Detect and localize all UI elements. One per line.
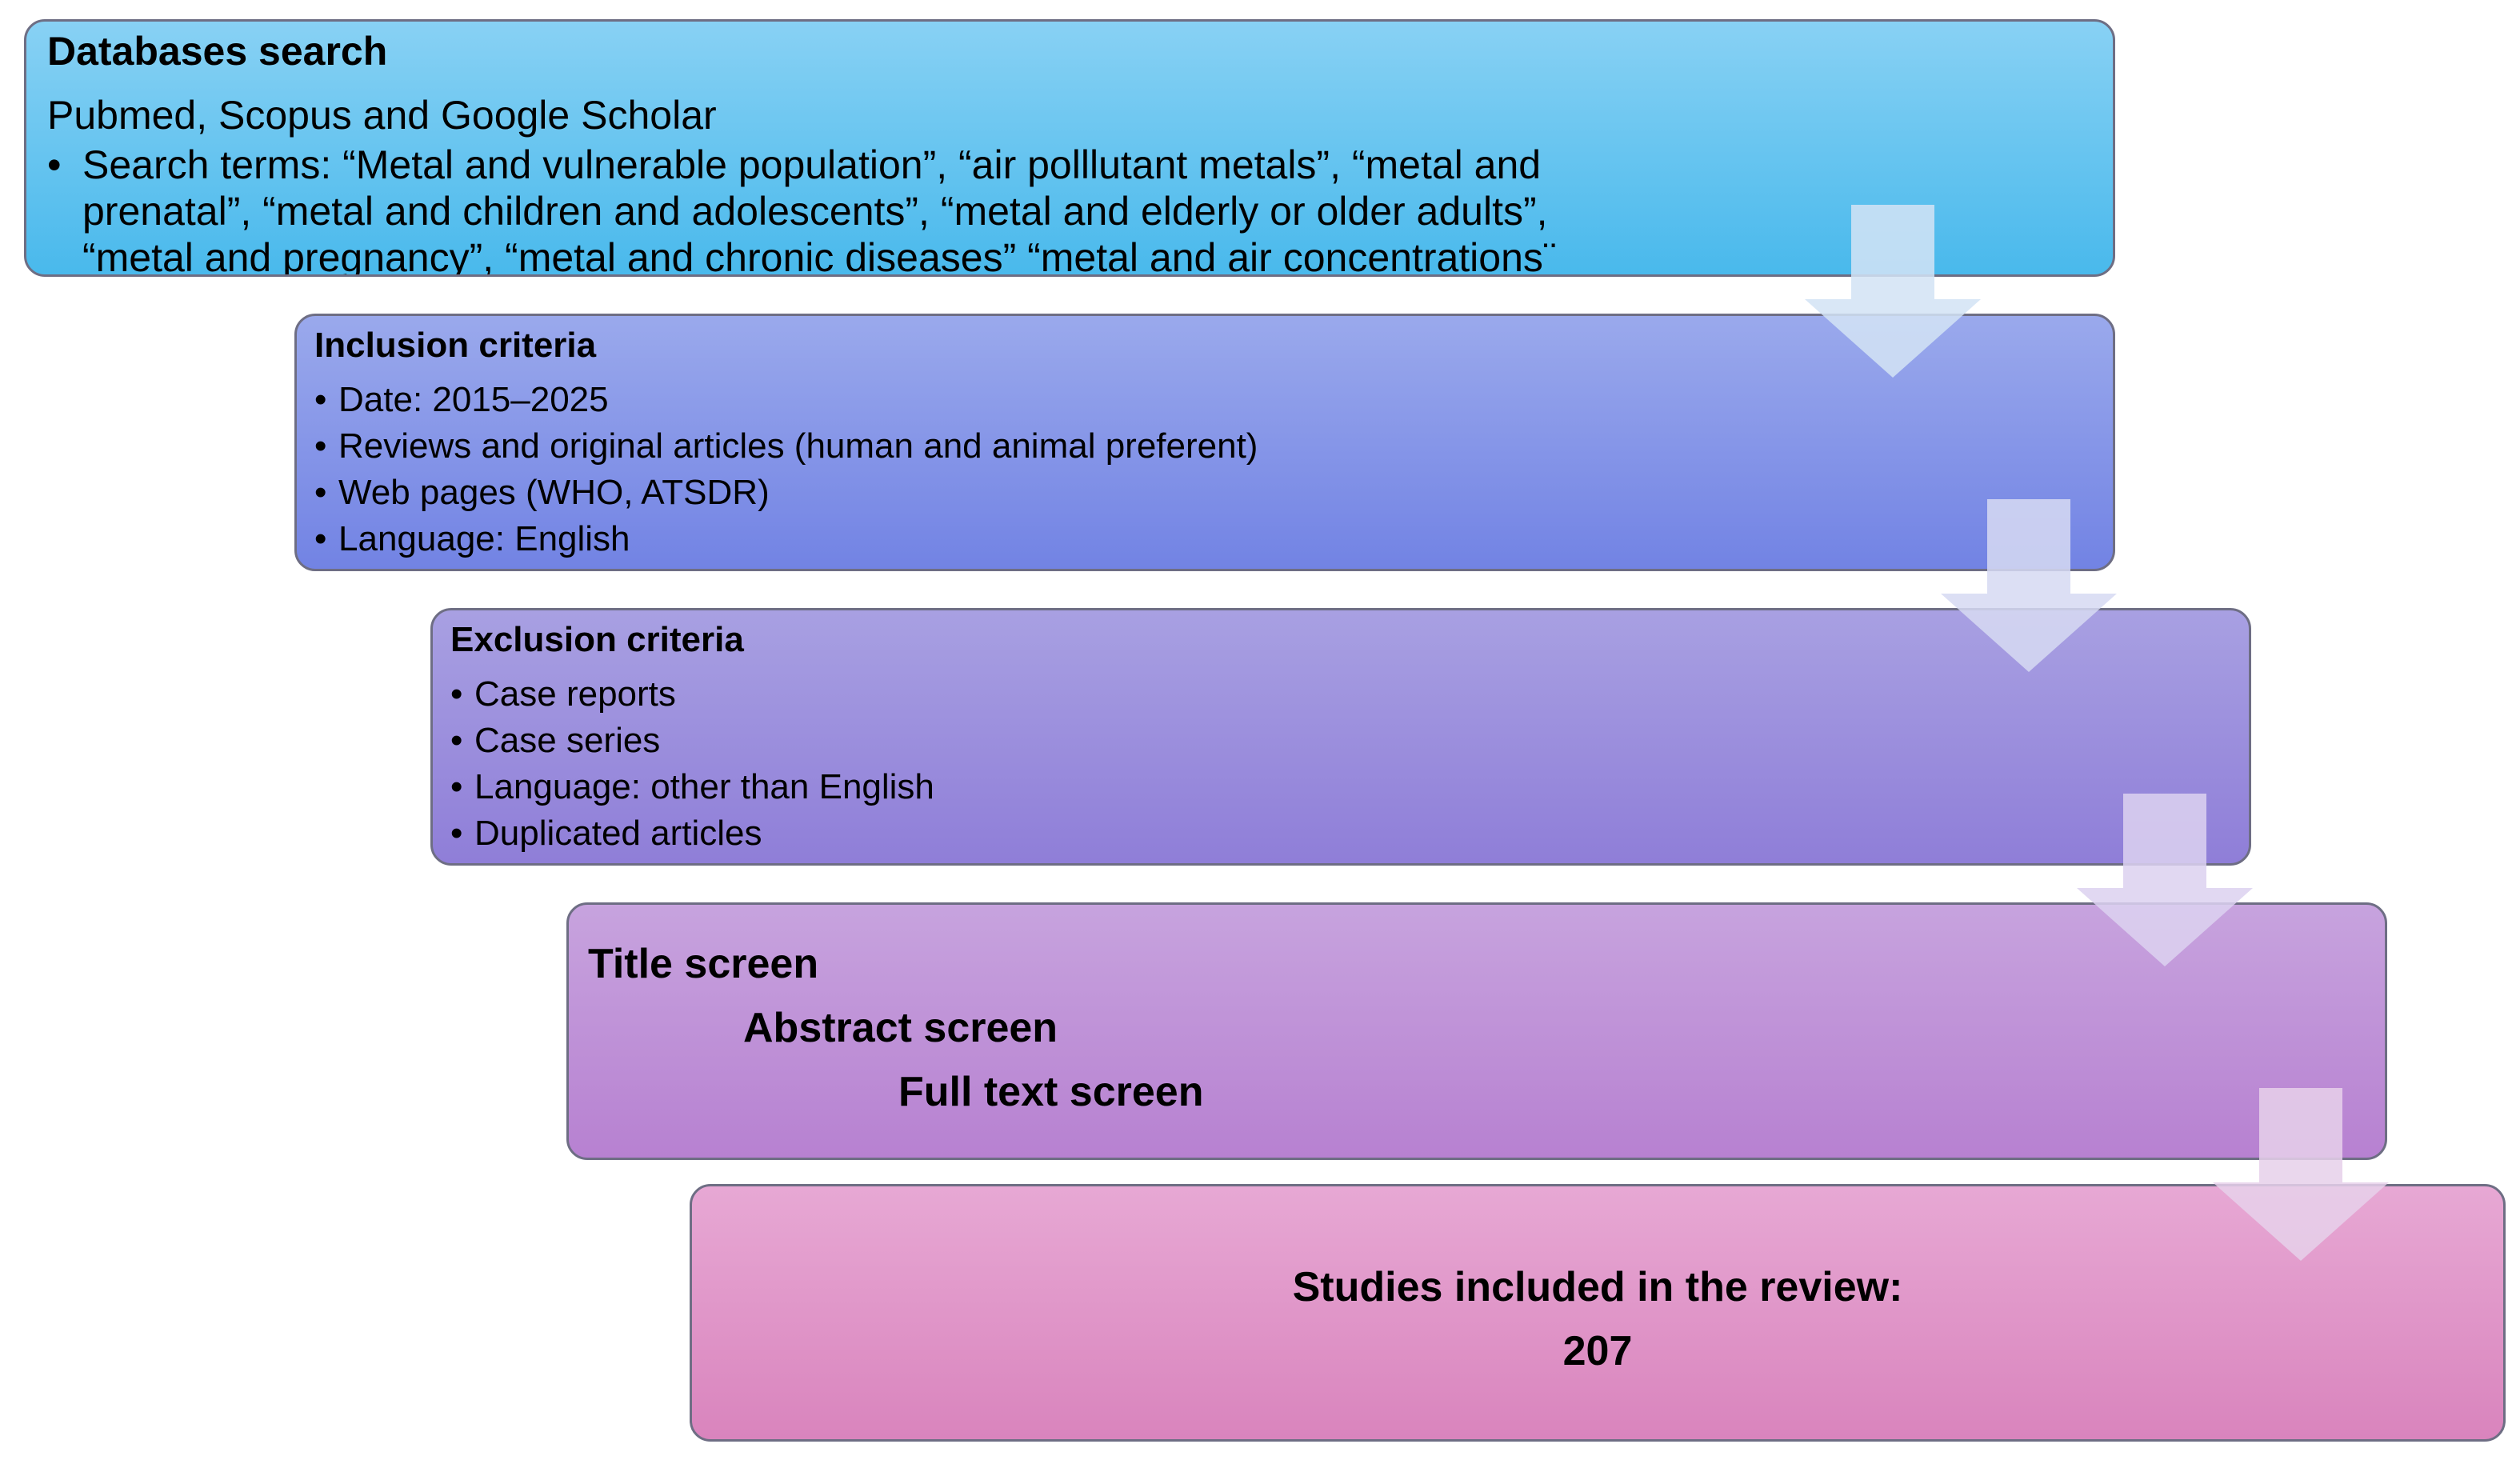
bullet-icon: • [450, 767, 463, 806]
exclusion-list: •Case reports •Case series •Language: ot… [450, 671, 934, 857]
databases-title: Databases search [47, 29, 388, 74]
bullet-icon: • [450, 721, 463, 760]
step-screening: Title screen Abstract screen Full text s… [566, 902, 2387, 1160]
search-terms-line: Search terms: “Metal and vulnerable popu… [82, 142, 1542, 187]
search-terms-line: “metal and pregnancy”, “metal and chroni… [82, 235, 1557, 277]
full-text-screen-label: Full text screen [898, 1069, 1204, 1115]
list-item: •Language: other than English [450, 764, 934, 810]
databases-sources: Pubmed, Scopus and Google Scholar [47, 93, 717, 138]
bullet-icon: • [450, 814, 463, 853]
search-terms: • Search terms: “Metal and vulnerable po… [47, 142, 1557, 277]
bullet-icon: • [314, 426, 327, 466]
included-count: 207 [1562, 1328, 1633, 1374]
list-item: •Language: English [314, 516, 1258, 562]
exclusion-title: Exclusion criteria [450, 620, 744, 659]
abstract-screen-label: Abstract screen [743, 1005, 1058, 1051]
list-item: •Web pages (WHO, ATSDR) [314, 470, 1258, 516]
step-included-studies: Studies included in the review: 207 [690, 1184, 2506, 1442]
list-item: •Reviews and original articles (human an… [314, 423, 1258, 470]
list-item: •Duplicated articles [450, 810, 934, 857]
inclusion-list: •Date: 2015–2025 •Reviews and original a… [314, 377, 1258, 562]
list-item: •Case reports [450, 671, 934, 718]
inclusion-title: Inclusion criteria [314, 326, 597, 365]
step-databases-search: Databases search Pubmed, Scopus and Goog… [24, 19, 2115, 277]
list-item: •Date: 2015–2025 [314, 377, 1258, 423]
step-inclusion-criteria: Inclusion criteria •Date: 2015–2025 •Rev… [294, 314, 2115, 571]
list-item: •Case series [450, 718, 934, 764]
search-terms-line: prenatal”, “metal and children and adole… [82, 189, 1548, 234]
bullet-icon: • [47, 142, 62, 187]
included-label: Studies included in the review: [1292, 1264, 1903, 1310]
bullet-icon: • [314, 473, 327, 512]
step-exclusion-criteria: Exclusion criteria •Case reports •Case s… [430, 608, 2251, 866]
bullet-icon: • [314, 380, 327, 419]
bullet-icon: • [314, 519, 327, 558]
title-screen-label: Title screen [588, 941, 819, 987]
bullet-icon: • [450, 674, 463, 714]
